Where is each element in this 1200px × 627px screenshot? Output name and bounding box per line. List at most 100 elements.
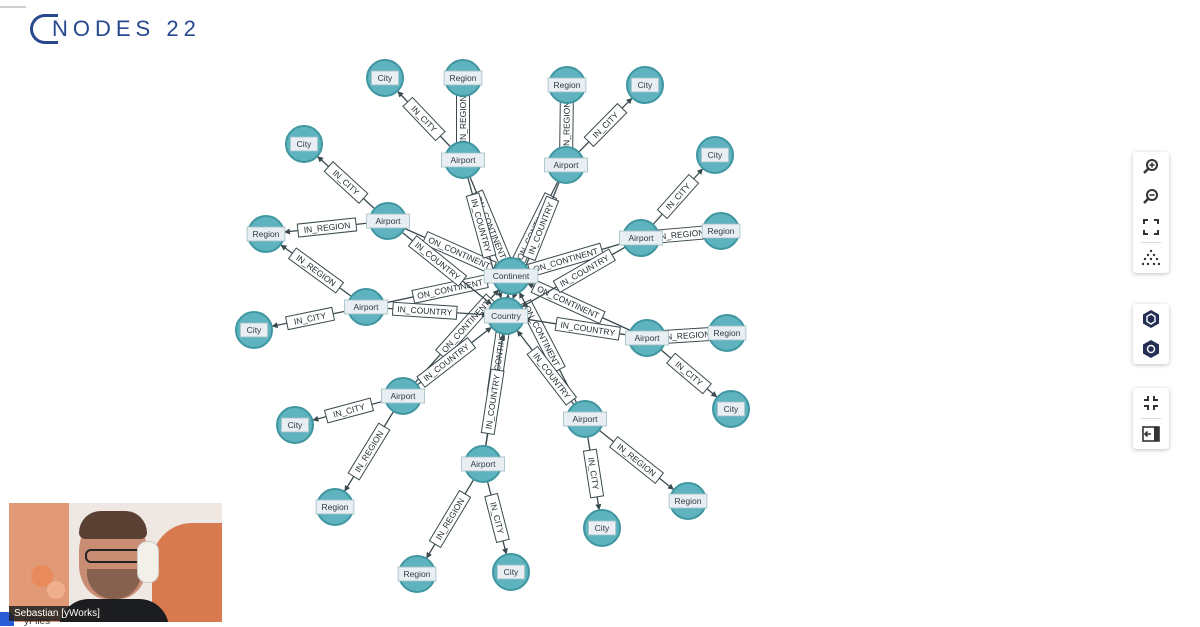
graph-node-region[interactable]: Region — [397, 555, 437, 593]
graph-node-airport[interactable]: Airport — [625, 319, 669, 357]
node-label: Airport — [375, 216, 401, 226]
graph-edge[interactable]: IN_COUNTRY — [480, 315, 507, 465]
graph-node-city[interactable]: City — [626, 66, 664, 104]
zoom-out-icon — [1143, 189, 1158, 204]
node-label-box — [701, 147, 730, 163]
graph-node-airport[interactable]: Airport — [461, 445, 505, 483]
node-label-box — [483, 268, 539, 284]
graph-node-airport[interactable]: Airport — [544, 146, 588, 184]
edge-label-box — [484, 492, 510, 544]
node-label-box — [289, 136, 318, 152]
view-toolbar — [1133, 152, 1169, 273]
graph-node-region[interactable]: Region — [246, 215, 286, 253]
edge-label-text: IN_COUNTRY — [397, 304, 453, 318]
graph-node-city[interactable]: City — [285, 125, 323, 163]
node-label-box — [563, 411, 607, 427]
edge-label-text: IN_CITY — [663, 181, 692, 212]
panel-toggle-icon — [1142, 426, 1160, 442]
graph-edge[interactable]: IN_COUNTRY — [505, 315, 648, 341]
panel-toggle-button[interactable] — [1133, 419, 1169, 449]
edge-label-text: IN_REGION — [294, 253, 338, 289]
edge-label-box — [428, 489, 472, 549]
node-label: Airport — [450, 155, 476, 165]
graph-node-country[interactable]: Country — [484, 297, 528, 335]
collapse-button[interactable] — [1133, 388, 1169, 418]
node-label-box — [625, 330, 669, 346]
node-label: Region — [708, 226, 735, 236]
node-label: Airport — [353, 302, 379, 312]
graph-node-city[interactable]: City — [696, 136, 734, 174]
edge-label-box — [402, 96, 446, 142]
layout-button[interactable] — [1133, 243, 1169, 273]
edge-arrow — [397, 91, 404, 98]
graph-node-city[interactable]: City — [235, 311, 273, 349]
graph-node-region[interactable]: Region — [443, 59, 483, 97]
graph-edge[interactable]: IN_REGION — [646, 326, 728, 345]
collapse-group-button[interactable] — [1133, 334, 1169, 364]
graph-edge[interactable]: IN_REGION — [416, 463, 484, 575]
edge-arrow — [527, 283, 535, 289]
node-label-box — [381, 388, 425, 404]
graph-node-airport[interactable]: Airport — [366, 202, 410, 240]
edge-label-text: IN_REGION — [615, 442, 658, 479]
graph-node-city[interactable]: City — [366, 59, 404, 97]
graph-node-region[interactable]: Region — [315, 488, 355, 526]
edge-label: IN_REGION — [296, 217, 358, 238]
expand-group-button[interactable] — [1133, 304, 1169, 334]
edge-label-box — [583, 102, 628, 148]
graph-node-region[interactable]: Region — [668, 482, 708, 520]
headphone-icon — [137, 541, 159, 583]
webcam-background — [152, 523, 222, 622]
edge-label-box — [391, 301, 458, 320]
toolbar-separator — [1141, 418, 1161, 419]
graph-node-city[interactable]: City — [276, 406, 314, 444]
edge-label-box — [434, 293, 497, 360]
node-label: Airport — [390, 391, 416, 401]
node-label: City — [504, 567, 519, 577]
edge-arrow — [344, 484, 351, 492]
webcam-feed — [9, 503, 222, 622]
edge-label: IN_COUNTRY — [391, 301, 458, 320]
graph-node-city[interactable]: City — [712, 390, 750, 428]
graph-node-region[interactable]: Region — [701, 212, 741, 250]
edge-label-box — [323, 397, 375, 424]
node-label: City — [297, 139, 312, 149]
graph-edge[interactable]: IN_REGION — [559, 84, 574, 166]
edge-label-box — [416, 336, 477, 388]
graph-node-continent[interactable]: Continent — [483, 257, 539, 295]
edge-label-box — [347, 422, 391, 481]
node-label: Continent — [493, 271, 530, 281]
fit-view-icon — [1143, 219, 1159, 235]
edge-label-text: IN_CITY — [331, 168, 362, 198]
graph-edge[interactable]: IN_COUNTRY — [365, 301, 507, 320]
edge-label: IN_COUNTRY — [554, 316, 621, 341]
edge-label-box — [554, 316, 621, 341]
edge-label-box — [522, 195, 560, 262]
edge-label: IN_CITY — [582, 448, 605, 499]
graph-node-region[interactable]: Region — [547, 66, 587, 104]
fit-view-button[interactable] — [1133, 212, 1169, 242]
graph-node-airport[interactable]: Airport — [619, 219, 663, 257]
node-label: Airport — [572, 414, 598, 424]
edge-label: IN_CITY — [484, 492, 510, 544]
edge-arrow — [317, 156, 324, 163]
edge-label-text: ON_CONTINENT — [536, 284, 601, 321]
node-label-box — [496, 564, 525, 580]
hierarchy-toolbar — [1133, 304, 1169, 364]
graph-node-city[interactable]: City — [492, 553, 530, 591]
edge-arrow — [516, 330, 523, 337]
graph-node-airport[interactable]: Airport — [381, 377, 425, 415]
node-label: City — [247, 325, 262, 335]
node-label-box — [484, 308, 528, 324]
graph-node-region[interactable]: Region — [707, 314, 747, 352]
graph-node-city[interactable]: City — [583, 509, 621, 547]
zoom-in-button[interactable] — [1133, 152, 1169, 182]
zoom-out-button[interactable] — [1133, 182, 1169, 212]
graph-node-airport[interactable]: Airport — [344, 288, 388, 326]
edge-label-box — [526, 345, 578, 406]
graph-node-airport[interactable]: Airport — [563, 400, 607, 438]
node-label: City — [638, 80, 653, 90]
bottom-caption: yFiles — [24, 616, 51, 627]
graph-node-airport[interactable]: Airport — [441, 141, 485, 179]
